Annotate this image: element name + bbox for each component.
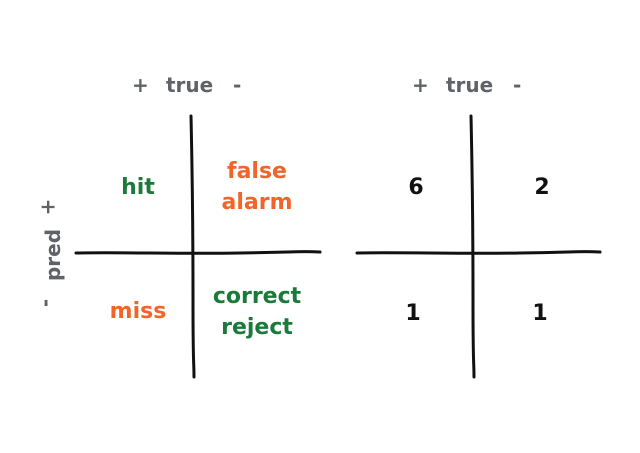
pred-axis: + pred - (33, 195, 66, 310)
pred-minus-label: - (33, 298, 58, 308)
count-true-positive: 6 (408, 175, 424, 200)
left-vertical-line (189, 114, 196, 379)
count-false-negative: 1 (405, 301, 421, 326)
count-true-negative: 1 (532, 301, 548, 326)
pred-plus-label: + (35, 198, 60, 216)
left-true-minus-label: - (233, 73, 242, 97)
cell-hit: hit (121, 175, 155, 200)
right-true-minus-label: - (513, 73, 522, 97)
right-true-axis-label: true (446, 73, 494, 97)
right-true-plus-label: + (412, 73, 429, 97)
right-horizontal-line (355, 250, 602, 255)
pred-axis-label: pred (41, 228, 66, 282)
left-true-plus-label: + (132, 73, 149, 97)
cell-miss: miss (109, 299, 167, 324)
cell-false-alarm-line1: false (227, 159, 287, 184)
count-false-positive: 2 (534, 175, 550, 200)
cell-correct-reject-line1: correct (212, 284, 302, 309)
cell-false-alarm-line2: alarm (221, 190, 293, 215)
left-true-axis-label: true (166, 73, 214, 97)
right-vertical-line (469, 114, 476, 379)
left-horizontal-line (74, 250, 322, 255)
cell-correct-reject-line2: reject (221, 315, 293, 340)
